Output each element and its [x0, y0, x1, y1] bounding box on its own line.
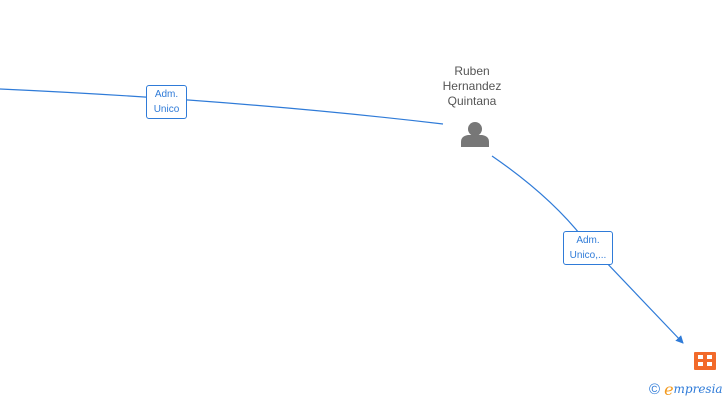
edge-label-line: Adm.: [154, 89, 179, 100]
edge-label-line: Unico: [153, 104, 180, 115]
person-name-line: Ruben: [454, 64, 490, 78]
brand-initial: e: [664, 379, 674, 399]
edge-label-adm-unico-company[interactable]: Adm. Unico,...: [563, 231, 613, 265]
edge-line-to-person: [0, 88, 444, 125]
person-icon[interactable]: [461, 122, 489, 147]
brand-name: mpresia: [673, 382, 723, 396]
person-name-line: Quintana: [447, 94, 497, 108]
person-name[interactable]: Ruben Hernandez Quintana: [422, 64, 522, 109]
edge-label-line: Unico,...: [569, 250, 607, 261]
edge-label-line: Adm.: [576, 235, 600, 246]
person-name-line: Hernandez: [442, 79, 502, 93]
empresia-watermark: © e mpresia: [649, 379, 723, 399]
building-icon[interactable]: [694, 352, 716, 375]
edge-label-adm-unico[interactable]: Adm. Unico: [146, 85, 187, 119]
copyright-symbol: ©: [649, 380, 661, 398]
